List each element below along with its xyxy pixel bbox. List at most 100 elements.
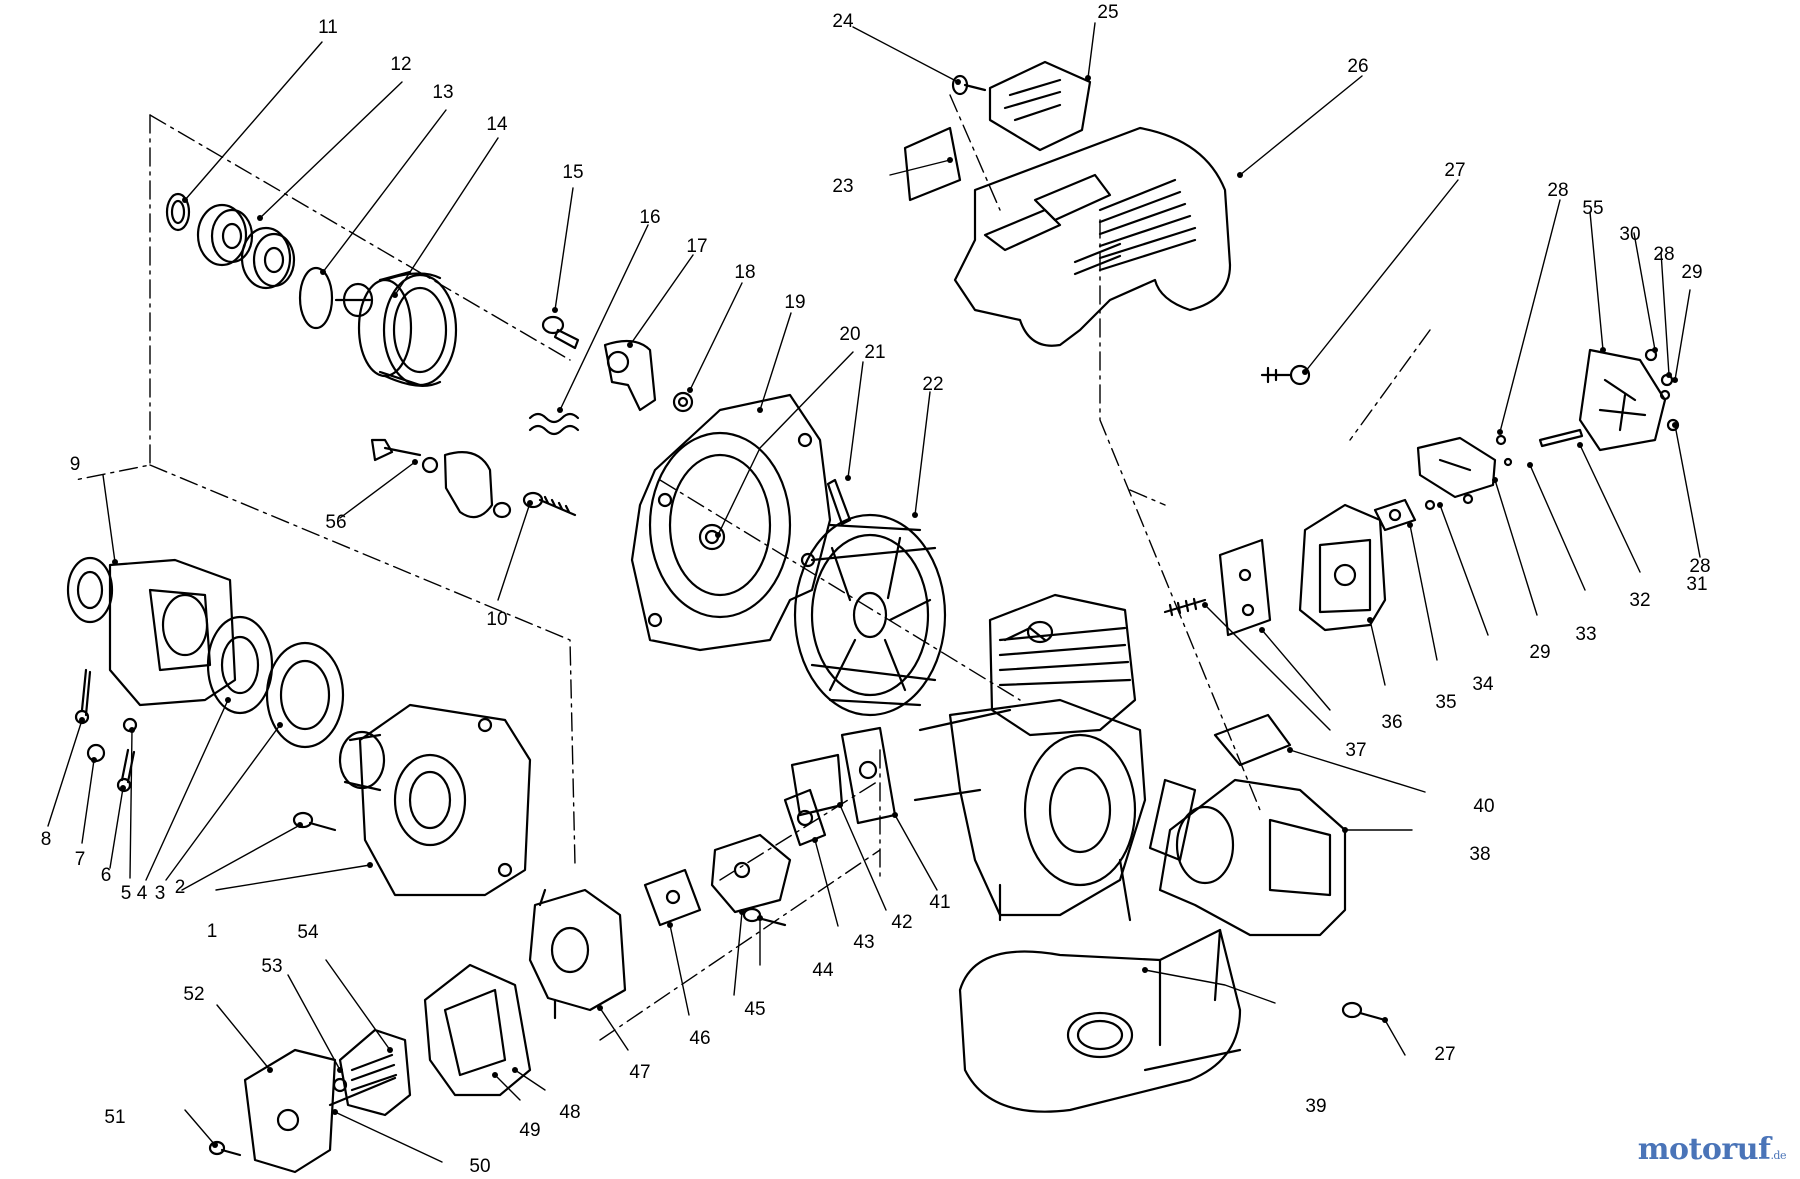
crankcase bbox=[913, 698, 1147, 922]
part-label-9: 9 bbox=[70, 454, 81, 475]
part-label-37: 37 bbox=[1345, 740, 1366, 761]
fan-housing bbox=[630, 393, 832, 652]
part-label-22: 22 bbox=[922, 374, 943, 395]
small-screws bbox=[1424, 348, 1680, 511]
part-label-45: 45 bbox=[744, 999, 765, 1020]
decal-40 bbox=[1213, 713, 1292, 767]
lever-56 bbox=[370, 438, 512, 519]
part-label-26: 26 bbox=[1347, 56, 1368, 77]
part-label-14: 14 bbox=[486, 114, 508, 135]
part-label-29-dup: 29 bbox=[1529, 642, 1550, 663]
part-label-54: 54 bbox=[297, 922, 319, 943]
part-label-49: 49 bbox=[519, 1120, 540, 1141]
part-label-20: 20 bbox=[839, 324, 860, 345]
screw-10 bbox=[522, 491, 577, 517]
gasket-35 bbox=[1218, 538, 1272, 637]
screw-44 bbox=[742, 907, 787, 927]
part-label-19: 19 bbox=[784, 292, 805, 313]
part-label-8: 8 bbox=[41, 829, 52, 850]
watermark-logo: motoruf.de bbox=[1637, 1132, 1787, 1167]
gasket-46 bbox=[643, 868, 702, 927]
part-label-17: 17 bbox=[686, 236, 707, 257]
cylinder bbox=[988, 593, 1137, 737]
spacer-45 bbox=[710, 833, 792, 914]
carburetor bbox=[528, 888, 627, 1020]
part-label-32: 32 bbox=[1629, 590, 1650, 611]
muffler bbox=[1298, 503, 1387, 632]
part-label-40: 40 bbox=[1473, 796, 1494, 817]
clutch-drum bbox=[334, 270, 458, 387]
part-label-44: 44 bbox=[812, 960, 834, 981]
deflector-33 bbox=[1416, 436, 1497, 499]
part-label-4: 4 bbox=[137, 883, 148, 904]
part-label-5: 5 bbox=[121, 883, 132, 904]
stud bbox=[826, 478, 852, 526]
gasket-34 bbox=[1373, 498, 1417, 532]
watermark-brand: motoruf bbox=[1637, 1132, 1771, 1167]
assembly-lines bbox=[74, 94, 1431, 1041]
spark-plug-cap bbox=[988, 60, 1092, 152]
part-label-47: 47 bbox=[629, 1062, 650, 1083]
air-filter-cover bbox=[243, 1048, 337, 1174]
part-label-50: 50 bbox=[469, 1156, 490, 1177]
part-label-23: 23 bbox=[832, 176, 853, 197]
part-label-28-dup: 28 bbox=[1689, 556, 1710, 577]
part-label-31: 31 bbox=[1686, 574, 1707, 595]
part-label-35: 35 bbox=[1435, 692, 1456, 713]
retaining-ring bbox=[298, 266, 334, 330]
part-label-16: 16 bbox=[639, 207, 660, 228]
ball-bearing bbox=[196, 203, 296, 290]
part-label-27: 27 bbox=[1444, 160, 1465, 181]
stud-37 bbox=[1163, 597, 1207, 617]
torsion-spring bbox=[528, 412, 580, 436]
screw-2 bbox=[292, 811, 337, 832]
part-label-41: 41 bbox=[929, 892, 950, 913]
gasket-41 bbox=[840, 726, 897, 825]
part-label-27-dup: 27 bbox=[1434, 1044, 1455, 1065]
part-label-24: 24 bbox=[832, 11, 854, 32]
part-label-51: 51 bbox=[104, 1107, 125, 1128]
part-label-55: 55 bbox=[1582, 198, 1603, 219]
part-label-46: 46 bbox=[689, 1028, 710, 1049]
nut bbox=[672, 391, 694, 413]
part-label-28: 28 bbox=[1547, 180, 1568, 201]
engine-cover bbox=[953, 126, 1232, 347]
watermark-tld: .de bbox=[1770, 1149, 1786, 1162]
part-label-30: 30 bbox=[1619, 224, 1640, 245]
part-label-56: 56 bbox=[325, 512, 346, 533]
shoe-set bbox=[206, 615, 345, 749]
part-label-42: 42 bbox=[891, 912, 912, 933]
gasket-42 bbox=[790, 753, 844, 817]
part-label-21: 21 bbox=[864, 342, 885, 363]
gear-head bbox=[66, 556, 237, 707]
decal-23 bbox=[903, 126, 962, 202]
flywheel bbox=[793, 513, 947, 717]
part-label-6: 6 bbox=[101, 865, 112, 886]
part-label-18: 18 bbox=[734, 262, 755, 283]
screw-51 bbox=[208, 1140, 242, 1157]
part-label-28-dup: 28 bbox=[1653, 244, 1674, 265]
part-label-43: 43 bbox=[853, 932, 874, 953]
starter-housing bbox=[1148, 778, 1347, 937]
part-label-34: 34 bbox=[1472, 674, 1494, 695]
screw-27-top bbox=[1260, 364, 1311, 386]
air-box-48 bbox=[423, 963, 532, 1097]
part-label-39: 39 bbox=[1305, 1096, 1326, 1117]
part-label-25: 25 bbox=[1097, 2, 1118, 23]
part-label-1: 1 bbox=[207, 921, 218, 942]
arrowheads bbox=[79, 75, 1678, 1148]
part-label-3: 3 bbox=[155, 883, 166, 904]
screw-24 bbox=[951, 74, 987, 96]
air-filter-53-54 bbox=[328, 1028, 412, 1117]
part-label-2: 2 bbox=[175, 877, 186, 898]
part-label-12: 12 bbox=[390, 54, 411, 75]
pivot-screw bbox=[541, 315, 580, 350]
spacer-31 bbox=[1538, 428, 1584, 448]
part-label-38: 38 bbox=[1469, 844, 1490, 865]
part-label-13: 13 bbox=[432, 82, 453, 103]
muffler-cover bbox=[1578, 348, 1667, 452]
part-label-10: 10 bbox=[486, 609, 507, 630]
fuel-tank bbox=[958, 928, 1242, 1113]
